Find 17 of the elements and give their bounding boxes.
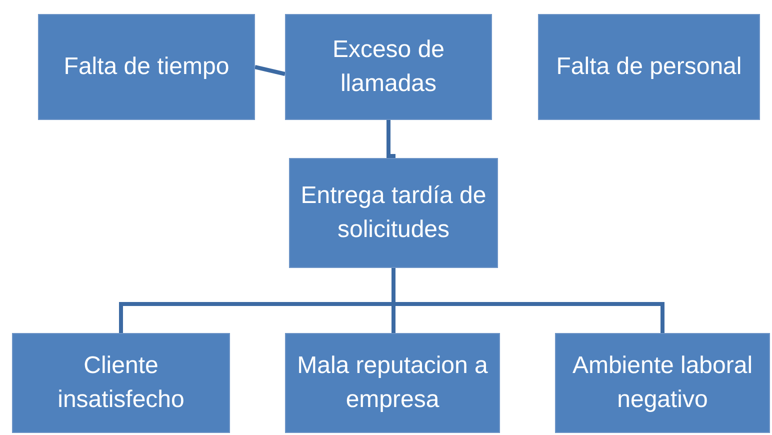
process-box	[285, 333, 500, 433]
process-box	[289, 158, 498, 268]
process-box	[38, 14, 255, 120]
box-label: Entrega tardía de solicitudes	[300, 181, 488, 245]
connector-line	[392, 268, 664, 333]
box-label: Falta de personal	[555, 52, 743, 82]
box-label: Falta de tiempo	[62, 52, 230, 82]
box-label: Ambiente laboral negativo	[571, 351, 754, 415]
connector-line	[254, 65, 286, 76]
box-label: Exceso de llamadas	[331, 35, 446, 99]
process-box	[12, 333, 230, 433]
box-label: Mala reputacion a empresa	[296, 351, 489, 415]
connector-line	[386, 120, 396, 158]
process-box	[285, 14, 492, 120]
process-box	[555, 333, 770, 433]
process-box	[538, 14, 760, 120]
box-label: Cliente insatisfecho	[56, 351, 186, 415]
